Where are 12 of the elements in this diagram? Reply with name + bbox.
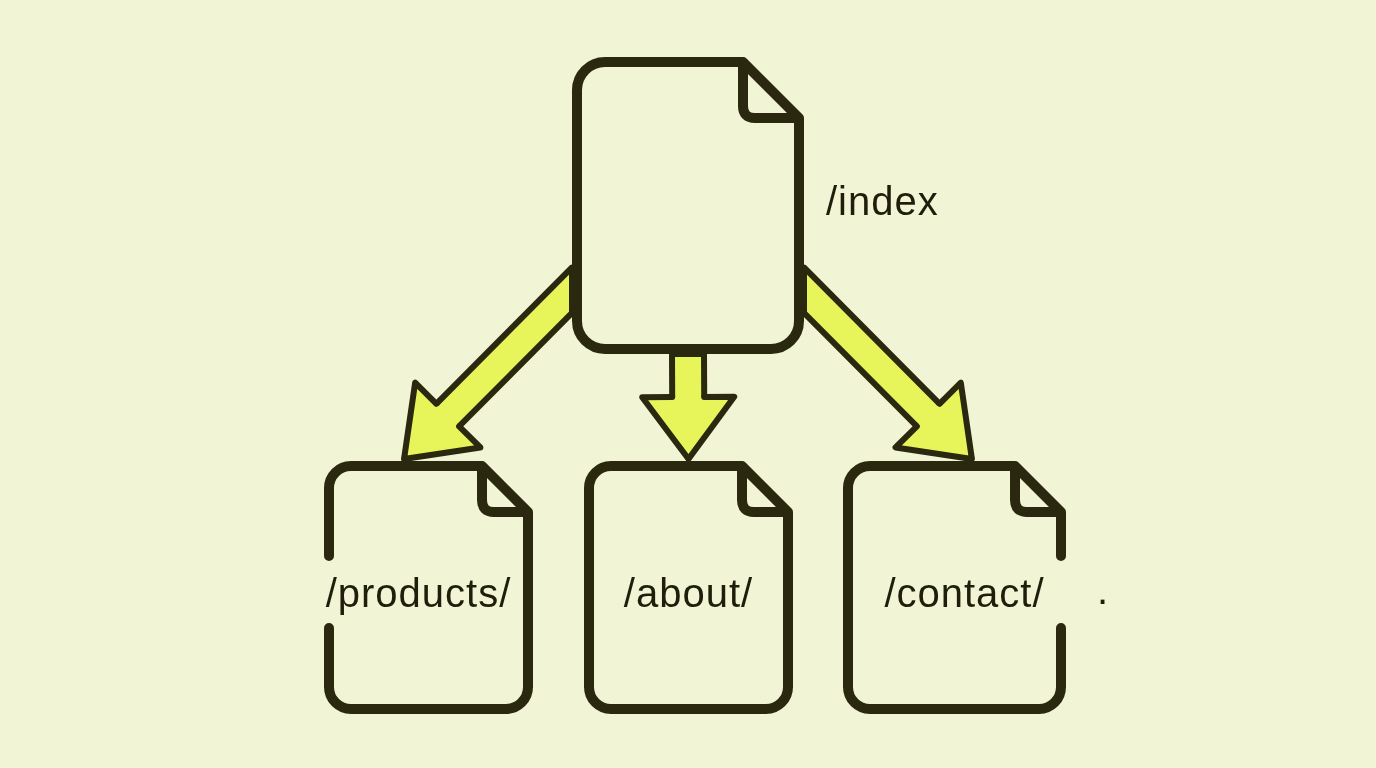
path-label: /about/ [623,570,754,615]
document-shape [843,461,1066,714]
document-shape [572,57,804,354]
path-label: /products/ [325,570,512,615]
block-arrow [401,264,575,462]
block-arrow [639,351,738,462]
document-shape [584,461,793,714]
path-caption: /index [826,179,939,223]
block-arrow [801,264,975,462]
path-label: /contact/ [884,570,1045,615]
document-shape [324,461,533,714]
dot-mark: . [1097,568,1110,612]
